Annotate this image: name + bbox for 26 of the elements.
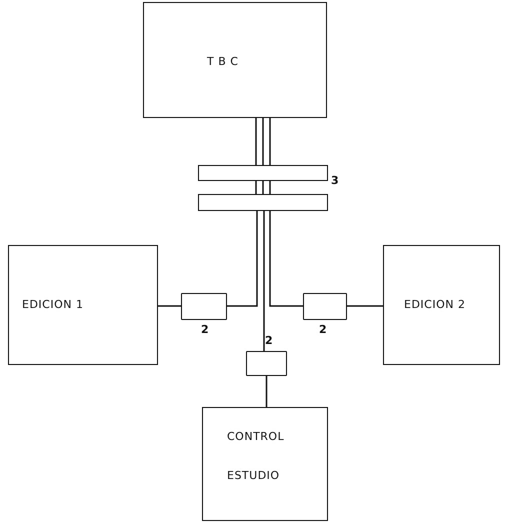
connector-line [347, 305, 383, 307]
callout-number: 2 [201, 323, 209, 336]
node-label: EDICION 2 [404, 298, 466, 311]
block-box [143, 2, 327, 118]
connector-line [269, 211, 303, 307]
bar-shape [198, 165, 328, 181]
node-label: ESTUDIO [227, 469, 280, 482]
connector-line [227, 211, 258, 307]
connector-line [158, 305, 181, 307]
node-label: EDICION 1 [22, 298, 84, 311]
small-box [246, 351, 287, 376]
node-label: T B C [207, 55, 238, 68]
connector-line [266, 376, 268, 407]
connector-line [255, 117, 271, 166]
callout-number: 2 [265, 334, 273, 347]
block-box [383, 245, 500, 365]
connector-line [263, 211, 265, 351]
block-box [202, 407, 328, 521]
block-box [8, 245, 158, 365]
bar-shape [198, 194, 328, 211]
small-box [181, 293, 227, 320]
small-box [303, 293, 347, 320]
node-label: CONTROL [227, 430, 284, 443]
callout-number: 3 [331, 174, 339, 187]
connector-line [255, 180, 271, 195]
callout-number: 2 [319, 323, 327, 336]
